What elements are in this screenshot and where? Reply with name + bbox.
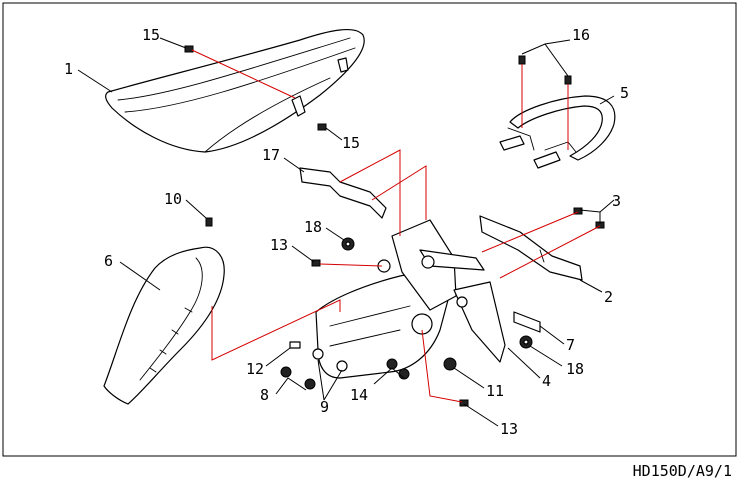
rear-carrier [499,95,616,169]
callout-5: 5 [620,84,629,102]
license-bracket [479,215,583,281]
callout-4: 4 [542,372,551,390]
callout-7: 7 [566,336,575,354]
callout-9: 9 [320,398,329,416]
drawing-code: HD150D/A9/1 [632,462,732,480]
rear-fender [103,246,225,405]
callout-16: 16 [572,26,590,44]
callout-18-right: 18 [566,360,584,378]
callout-11: 11 [486,382,504,400]
callout-1: 1 [64,60,73,78]
callout-13-bottom: 13 [500,420,518,438]
callout-15-top: 15 [142,26,160,44]
callout-12: 12 [246,360,264,378]
seat [105,29,365,153]
rear-frame [315,219,506,379]
callout-10: 10 [164,190,182,208]
callouts: 1 2 3 4 5 6 7 8 9 10 11 12 13 13 14 15 1… [64,26,629,438]
callout-3: 3 [612,192,621,210]
callout-13-left: 13 [270,236,288,254]
assembly-lines [191,49,601,403]
plate-7 [513,311,541,333]
diagram-border [2,2,737,457]
callout-8: 8 [260,386,269,404]
callout-14: 14 [350,386,368,404]
callout-6: 6 [104,252,113,270]
callout-2: 2 [604,288,613,306]
callout-15-right: 15 [342,134,360,152]
callout-18-left: 18 [304,218,322,236]
leader-lines [77,37,615,427]
callout-17: 17 [262,146,280,164]
bracket-17 [299,167,387,219]
fasteners [184,45,605,407]
